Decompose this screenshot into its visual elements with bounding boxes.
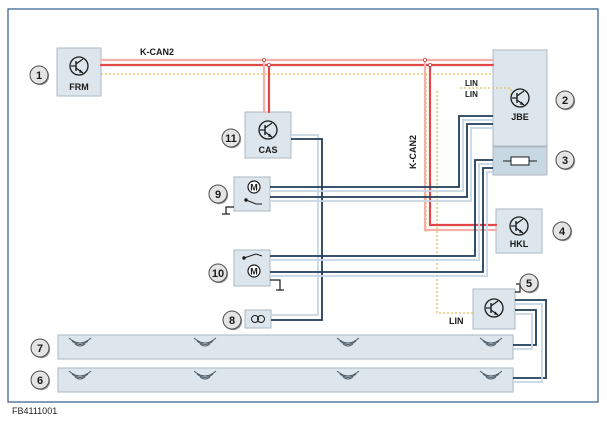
callout-10: 10 — [208, 263, 229, 284]
k-can2-label: K-CAN2 — [140, 47, 174, 57]
callout-number: 11 — [225, 133, 237, 145]
k-can2-bus — [99, 58, 498, 232]
callout-number: 9 — [215, 189, 221, 201]
callout-11: 11 — [221, 128, 242, 149]
callout-number: 8 — [229, 315, 235, 327]
callout-1: 1 — [29, 65, 50, 86]
hkl-box — [495, 208, 543, 254]
callout-9: 9 — [208, 184, 229, 205]
callout-number: 1 — [36, 70, 42, 82]
callout-4: 4 — [552, 221, 573, 242]
figure-id: FB4111001 — [12, 406, 57, 416]
bus-junctions — [261, 58, 432, 68]
fuse-icon — [503, 156, 537, 166]
frm-label: FRM — [69, 82, 89, 92]
callout-3: 3 — [555, 150, 576, 171]
lin-label: LIN — [449, 316, 464, 326]
antenna-bar-7 — [57, 334, 514, 360]
callout-5: 5 — [519, 273, 540, 294]
switch-icon — [242, 253, 263, 260]
callout-6: 6 — [30, 370, 51, 391]
antenna-bar-6 — [57, 367, 514, 393]
callout-number: 6 — [37, 375, 43, 387]
callout-number: 3 — [562, 155, 568, 167]
control-wiring — [270, 115, 547, 383]
lin-label: LIN — [465, 79, 478, 88]
k-can2-vertical-label: K-CAN2 — [408, 135, 418, 169]
motor-icon — [247, 180, 261, 194]
callout-number: 7 — [37, 343, 43, 355]
frm-box — [56, 47, 102, 97]
callout-8: 8 — [222, 310, 243, 331]
hkl-label: HKL — [510, 239, 529, 249]
callout-number: 5 — [526, 278, 532, 290]
antenna-amplifier-box — [472, 288, 516, 330]
cas-label: CAS — [258, 145, 277, 155]
jbe-box — [492, 49, 548, 147]
callout-2: 2 — [555, 90, 576, 111]
callout-7: 7 — [30, 338, 51, 359]
motor-icon — [247, 264, 261, 278]
switch-icon — [244, 198, 262, 205]
ring-antenna-icon — [251, 315, 265, 323]
callout-number: 10 — [212, 268, 224, 280]
callout-number: 4 — [559, 226, 566, 238]
callout-number: 2 — [562, 95, 568, 107]
callout-group: 1 2 3 4 5 6 7 8 9 10 11 — [29, 65, 576, 391]
jbe-label: JBE — [511, 112, 529, 122]
lin-label: LIN — [465, 90, 478, 99]
